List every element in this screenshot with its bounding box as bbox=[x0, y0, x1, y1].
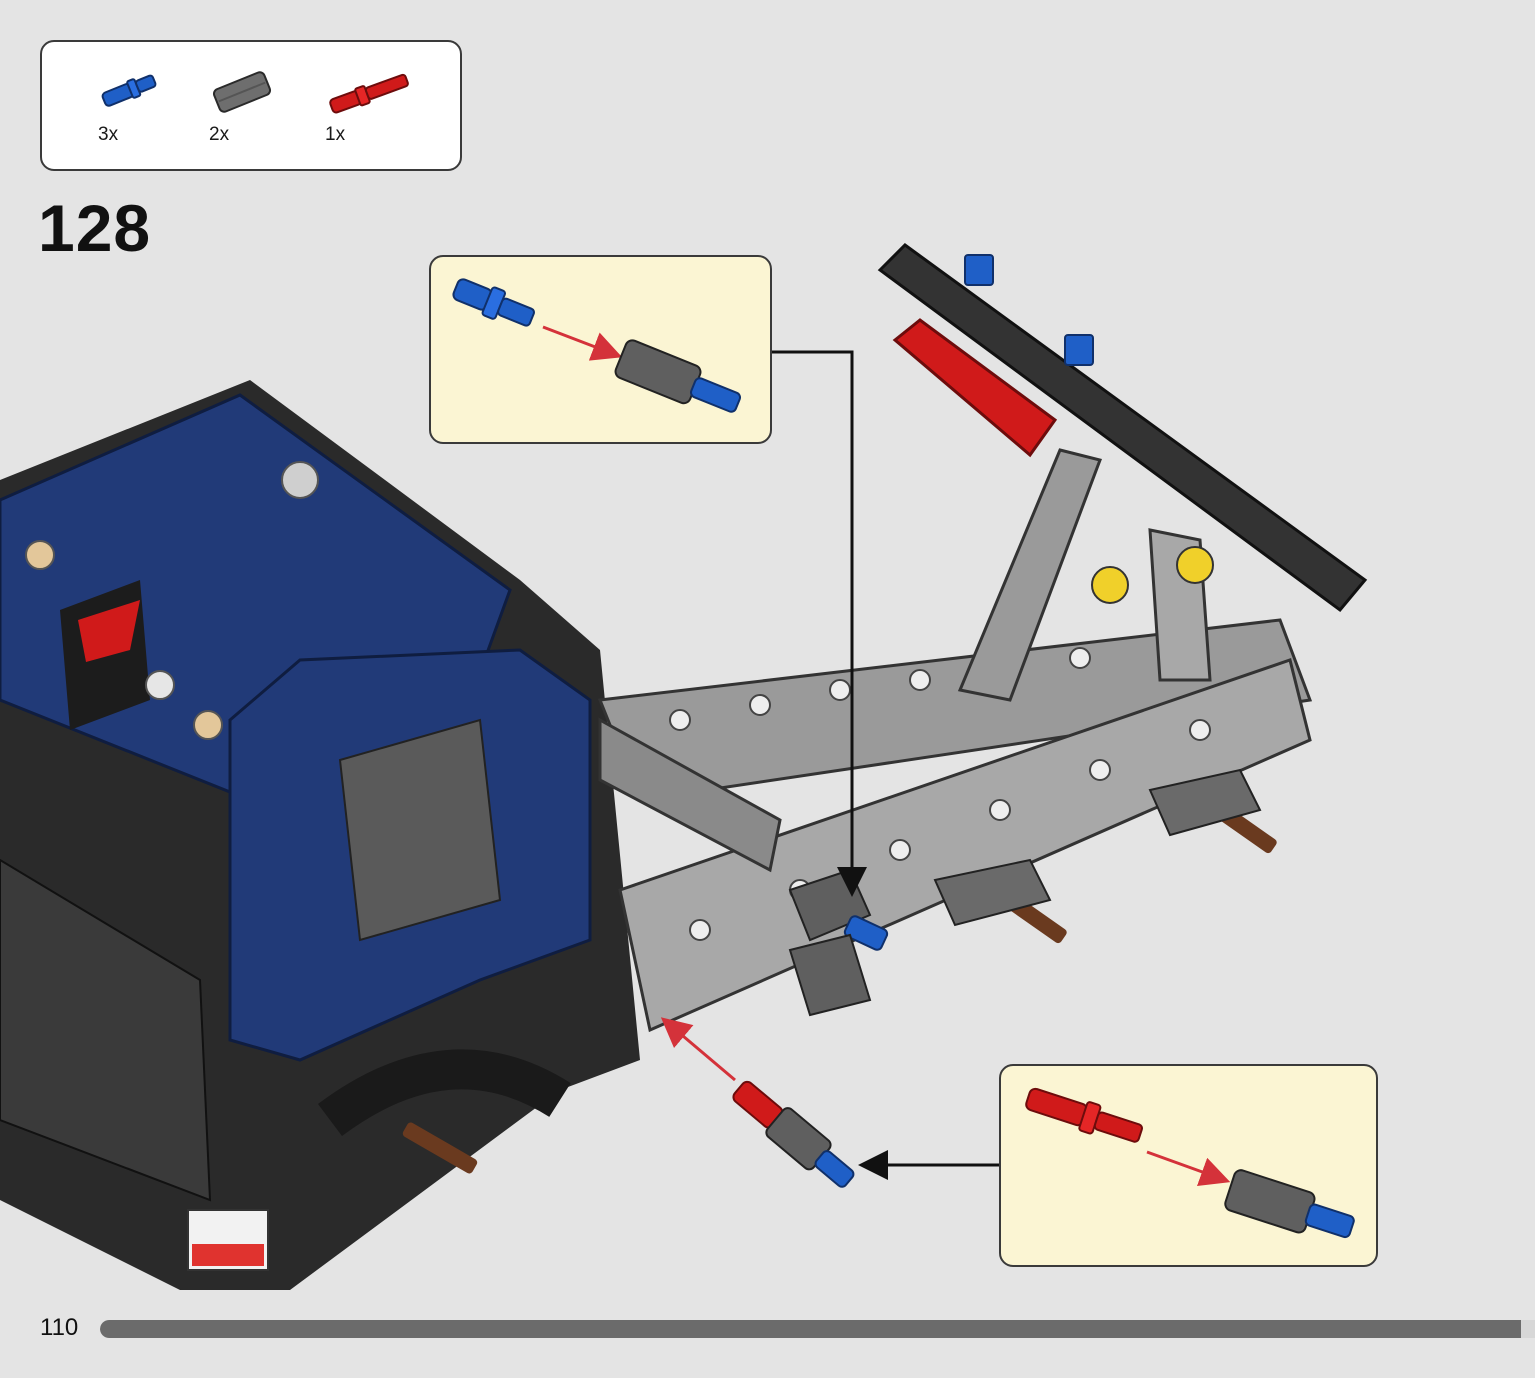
sub-assembly-callout-top bbox=[429, 255, 772, 444]
chassis-frame bbox=[597, 243, 1368, 1033]
installed-connector bbox=[788, 868, 889, 1017]
progress-bar-fill bbox=[100, 1320, 1521, 1338]
sub-assembly-callout-bottom bbox=[999, 1064, 1378, 1267]
assembly-illustration bbox=[0, 243, 1368, 1290]
blue-pin-icon bbox=[101, 74, 157, 107]
insert-direction-arrow bbox=[660, 1017, 736, 1082]
parts-list-box: 3x 2x 1x bbox=[40, 40, 462, 171]
part-item-blue-pin: 3x bbox=[98, 70, 162, 145]
truck-cab bbox=[0, 380, 640, 1290]
part-item-grey-connector: 2x bbox=[209, 70, 275, 145]
floating-red-pin-assembly bbox=[732, 1080, 855, 1188]
part-item-red-axle-pin: 1x bbox=[325, 70, 415, 145]
callout-pointer-top bbox=[772, 350, 867, 897]
part-quantity: 1x bbox=[325, 124, 346, 145]
part-quantity: 3x bbox=[98, 124, 119, 145]
progress-bar bbox=[100, 1320, 1535, 1338]
grey-connector-icon bbox=[212, 71, 272, 113]
part-quantity: 2x bbox=[209, 124, 230, 145]
step-number: 128 bbox=[38, 191, 152, 265]
red-axle-pin-icon bbox=[329, 73, 409, 114]
page-number: 110 bbox=[40, 1314, 79, 1341]
blue-pin-into-connector-diagram bbox=[452, 278, 741, 413]
red-pin-into-connector-diagram bbox=[1025, 1087, 1355, 1239]
